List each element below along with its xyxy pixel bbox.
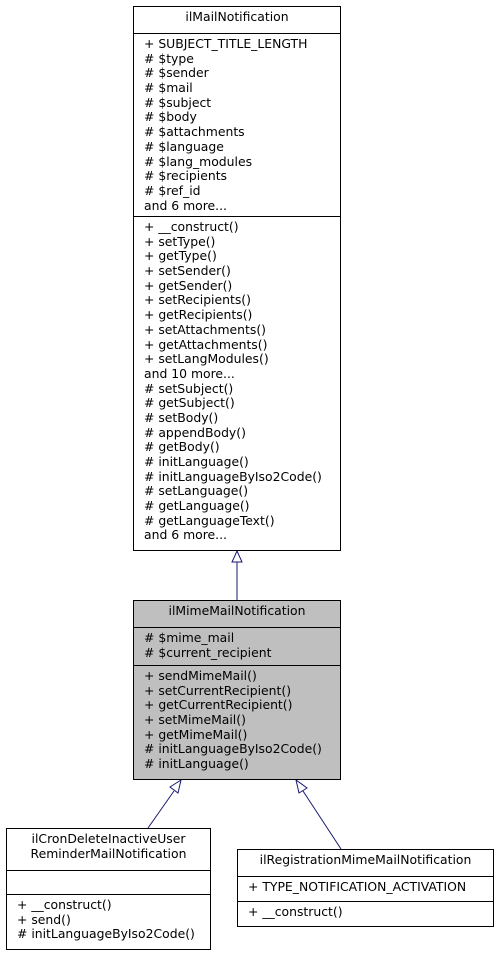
member-line: # getLanguageText(): [144, 512, 275, 528]
member-line: # setLanguage(): [144, 483, 249, 499]
member-line: # $mail: [144, 80, 193, 96]
member-line: + setLangModules(): [144, 351, 269, 367]
member-line: + send(): [17, 911, 71, 927]
member-line: # $lang_modules: [144, 153, 253, 169]
member-line: + getCurrentRecipient(): [144, 697, 293, 713]
member-line: + SUBJECT_TITLE_LENGTH: [144, 36, 308, 51]
member-line: + setCurrentRecipient(): [144, 682, 292, 698]
member-line: + getAttachments(): [144, 336, 268, 352]
member-line: # $subject: [144, 94, 212, 110]
edge-registration-to-mime-arrowhead: [295, 778, 308, 794]
attributes-section: [7, 871, 210, 895]
edge-mime-to-mail-arrowhead: [231, 549, 243, 563]
member-line: # $current_recipient: [144, 644, 272, 660]
class-registration-mime-mail-notification[interactable]: ilRegistrationMimeMailNotification + TYP…: [237, 849, 494, 927]
member-line: + setSender(): [144, 263, 231, 279]
member-line: # $type: [144, 50, 194, 66]
member-line: # setSubject(): [144, 380, 234, 396]
member-line: # initLanguageByIso2Code(): [17, 926, 195, 942]
class-title: ilMimeMailNotification: [134, 601, 340, 628]
member-line: + setAttachments(): [144, 321, 267, 337]
member-line: + __construct(): [17, 897, 112, 912]
methods-section: + __construct()+ send()# initLanguageByI…: [7, 895, 210, 949]
member-line: # getSubject(): [144, 395, 235, 411]
member-line: + setRecipients(): [144, 292, 251, 308]
member-line: # $sender: [144, 65, 209, 81]
class-title: ilCronDeleteInactiveUser ReminderMailNot…: [7, 829, 210, 871]
member-line: # $attachments: [144, 124, 245, 140]
member-line: + getMimeMail(): [144, 726, 248, 742]
member-line: # $ref_id: [144, 182, 201, 198]
methods-section: + sendMimeMail()+ setCurrentRecipient()+…: [134, 666, 340, 779]
member-line: # initLanguage(): [144, 454, 249, 469]
member-line: # $recipients: [144, 168, 228, 184]
member-line: # getLanguage(): [144, 498, 250, 514]
class-title: ilMailNotification: [134, 7, 340, 34]
member-line: + __construct(): [144, 219, 239, 234]
member-line: and 6 more...: [144, 197, 227, 213]
member-line: and 6 more...: [144, 527, 227, 543]
member-line: # $mime_mail: [144, 630, 235, 645]
member-line: + getRecipients(): [144, 307, 253, 323]
member-line: # initLanguageByIso2Code(): [144, 468, 322, 484]
class-title-line-2: ReminderMailNotification: [30, 845, 187, 861]
member-line: + TYPE_NOTIFICATION_ACTIVATION: [248, 879, 467, 894]
member-line: + __construct(): [248, 904, 343, 919]
class-cron-delete-inactive-user-reminder[interactable]: ilCronDeleteInactiveUser ReminderMailNot…: [6, 828, 211, 950]
member-line: + setType(): [144, 233, 216, 249]
class-mail-notification[interactable]: ilMailNotification + SUBJECT_TITLE_LENGT…: [133, 6, 341, 551]
attributes-section: + SUBJECT_TITLE_LENGTH# $type# $sender# …: [134, 34, 340, 217]
attributes-section: # $mime_mail# $current_recipient: [134, 628, 340, 666]
class-mime-mail-notification[interactable]: ilMimeMailNotification # $mime_mail# $cu…: [133, 600, 341, 780]
class-title: ilRegistrationMimeMailNotification: [238, 850, 493, 877]
edge-registration-to-mime: [302, 790, 342, 850]
methods-section: + __construct(): [238, 902, 493, 926]
member-line: + getType(): [144, 248, 217, 264]
member-line: # initLanguageByIso2Code(): [144, 741, 322, 757]
member-line: # getBody(): [144, 439, 220, 455]
class-title-line-1: ilCronDeleteInactiveUser: [31, 831, 186, 846]
attributes-section: + TYPE_NOTIFICATION_ACTIVATION: [238, 877, 493, 902]
member-line: # setBody(): [144, 409, 219, 425]
member-line: # initLanguage(): [144, 756, 249, 772]
member-line: + sendMimeMail(): [144, 668, 257, 683]
member-line: # $language: [144, 138, 224, 154]
edge-cron-to-mime: [147, 790, 175, 829]
member-line: # appendBody(): [144, 424, 246, 440]
methods-section: + __construct()+ setType()+ getType()+ s…: [134, 217, 340, 550]
member-line: + setMimeMail(): [144, 712, 246, 728]
member-line: and 10 more...: [144, 365, 235, 381]
member-line: + getSender(): [144, 277, 233, 293]
member-line: # $body: [144, 109, 197, 125]
edge-cron-to-mime-arrowhead: [169, 778, 182, 794]
